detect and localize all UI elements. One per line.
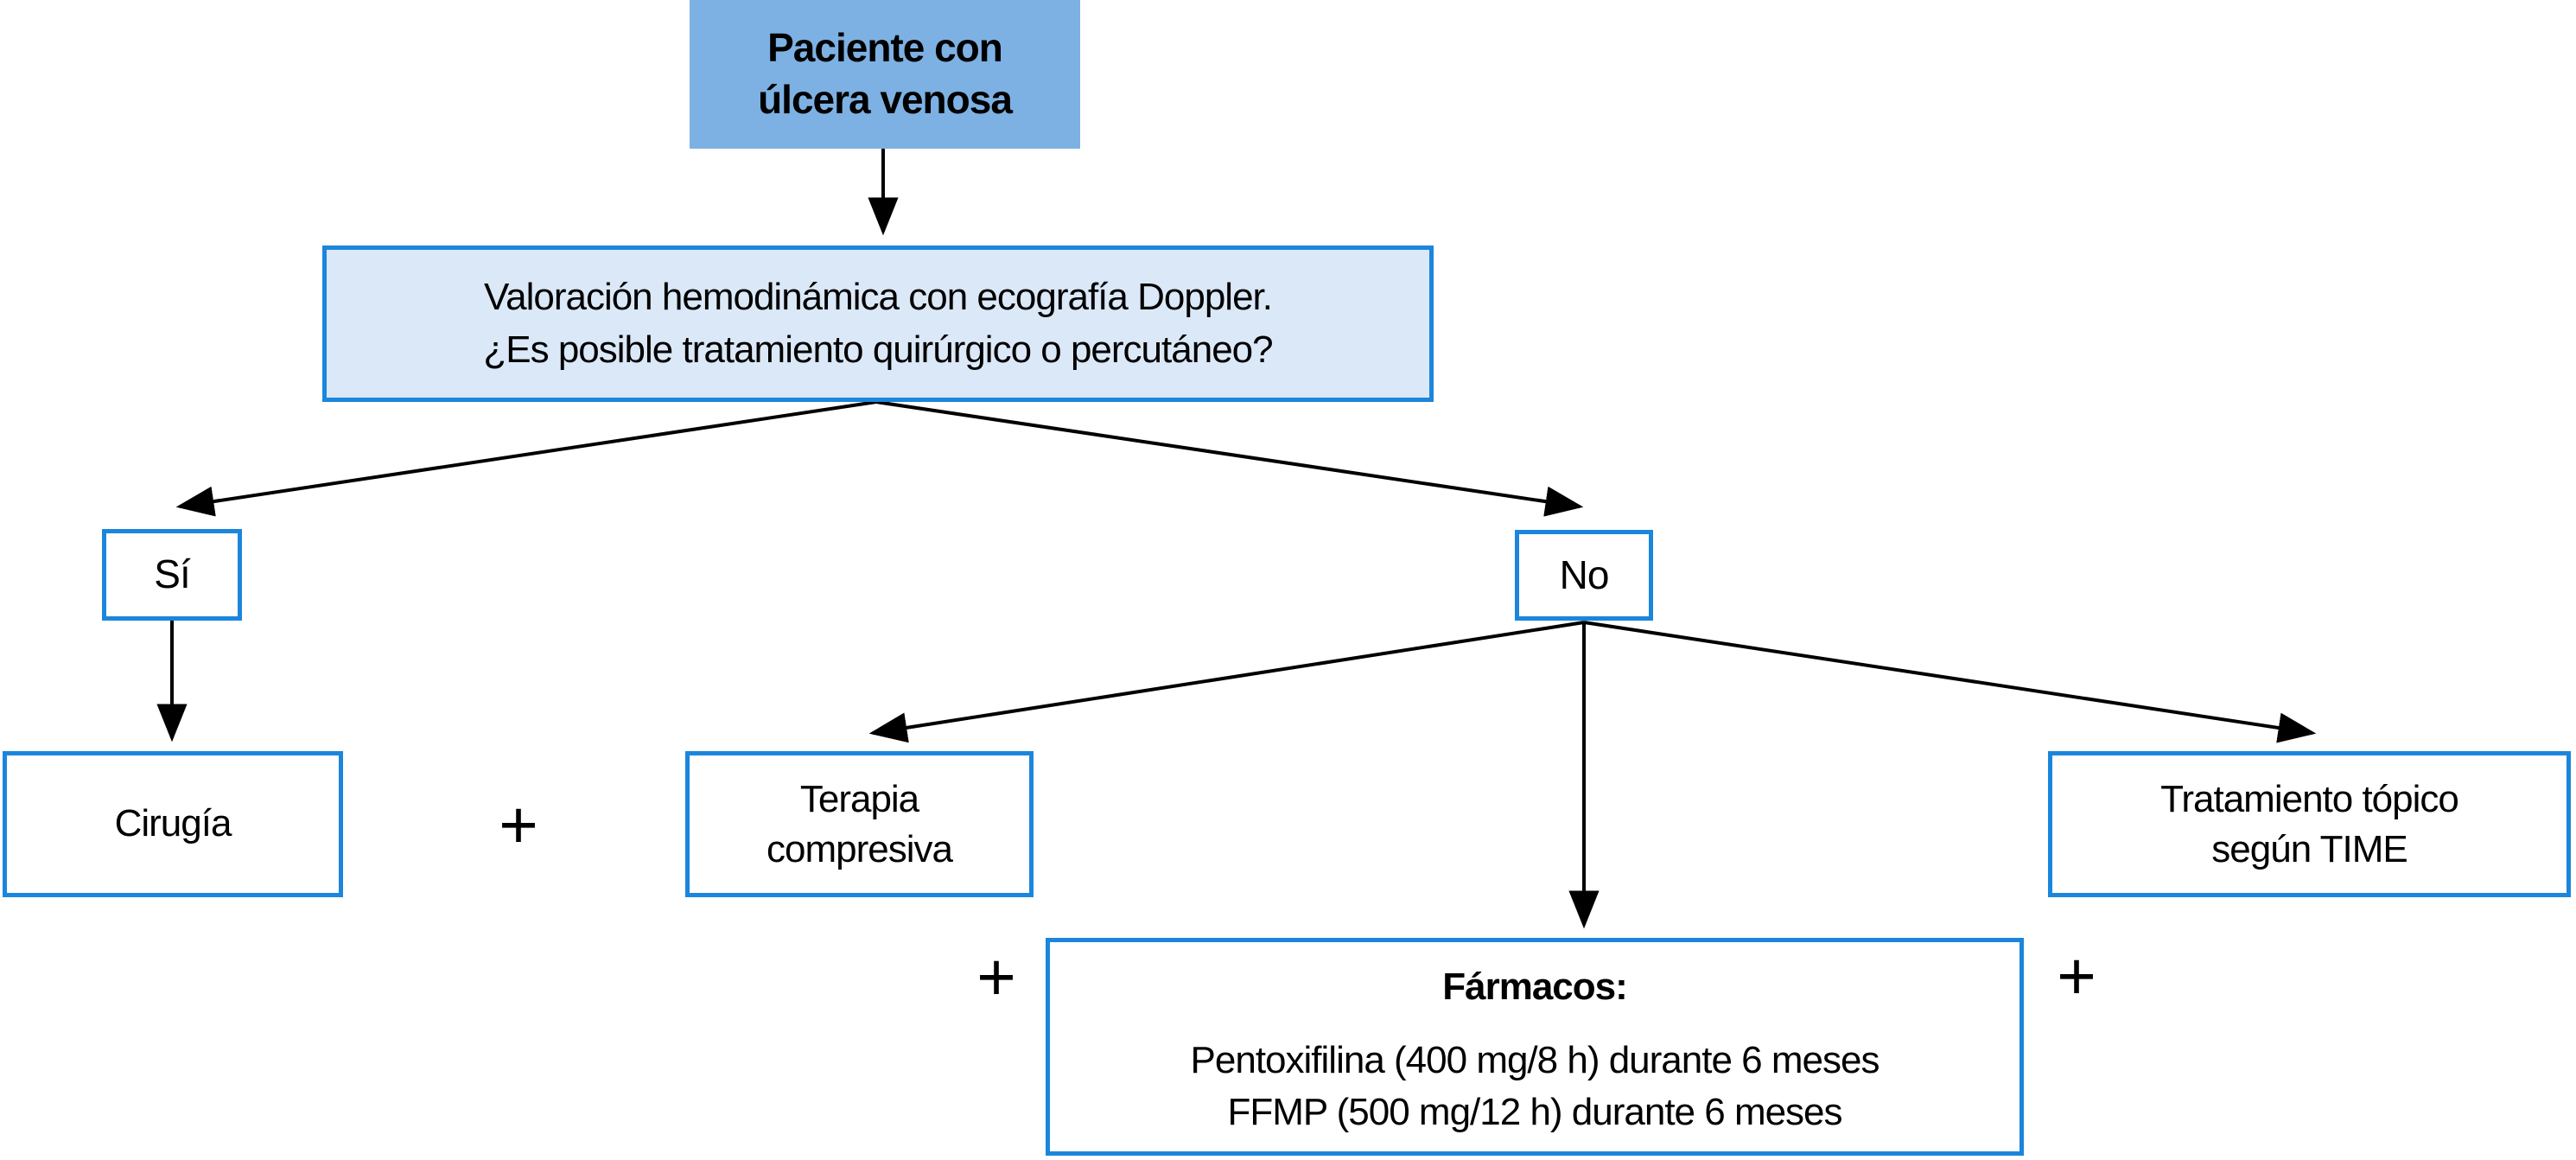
node-drugs-title: Fármacos: xyxy=(1442,966,1628,1008)
node-compression-line1: Terapia xyxy=(799,778,919,821)
node-compression: Terapia compresiva xyxy=(685,751,1034,897)
node-yes: Sí xyxy=(102,529,242,621)
node-yes-label: Sí xyxy=(154,551,190,597)
node-surgery-label: Cirugía xyxy=(114,802,232,845)
arrow-assessment-to-no xyxy=(875,400,1584,517)
node-surgery: Cirugía xyxy=(3,751,343,897)
node-drugs-line2: FFMP (500 mg/12 h) durante 6 meses xyxy=(1227,1090,1842,1133)
arrow-assessment-to-yes xyxy=(175,400,877,517)
node-assessment-line2: ¿Es posible tratamiento quirúrgico o per… xyxy=(483,328,1273,371)
node-topical-line1: Tratamiento tópico xyxy=(2160,778,2459,821)
plus-operator-surgery-compression: + xyxy=(499,787,538,863)
node-no: No xyxy=(1515,530,1653,621)
node-compression-line2: compresiva xyxy=(766,827,953,870)
plus-operator-compression-drugs: + xyxy=(976,939,1016,1015)
node-assessment-line1: Valoración hemodinámica con ecografía Do… xyxy=(484,275,1273,318)
node-no-label: No xyxy=(1559,551,1610,597)
node-topical: Tratamiento tópico según TIME xyxy=(2048,751,2571,897)
plus-operator-drugs-topical: + xyxy=(2057,938,2096,1014)
node-drugs: Fármacos: Pentoxifilina (400 mg/8 h) dur… xyxy=(1046,938,2024,1156)
arrow-no-to-topical xyxy=(1583,621,2317,743)
arrow-no-to-compression xyxy=(868,621,1585,743)
node-topical-line2: según TIME xyxy=(2211,827,2407,870)
node-patient-line1: Paciente con xyxy=(767,25,1003,71)
node-patient-line2: úlcera venosa xyxy=(758,77,1013,122)
node-patient: Paciente con úlcera venosa xyxy=(690,0,1080,149)
node-drugs-line1: Pentoxifilina (400 mg/8 h) durante 6 mes… xyxy=(1190,1038,1880,1081)
node-assessment: Valoración hemodinámica con ecografía Do… xyxy=(322,245,1434,402)
